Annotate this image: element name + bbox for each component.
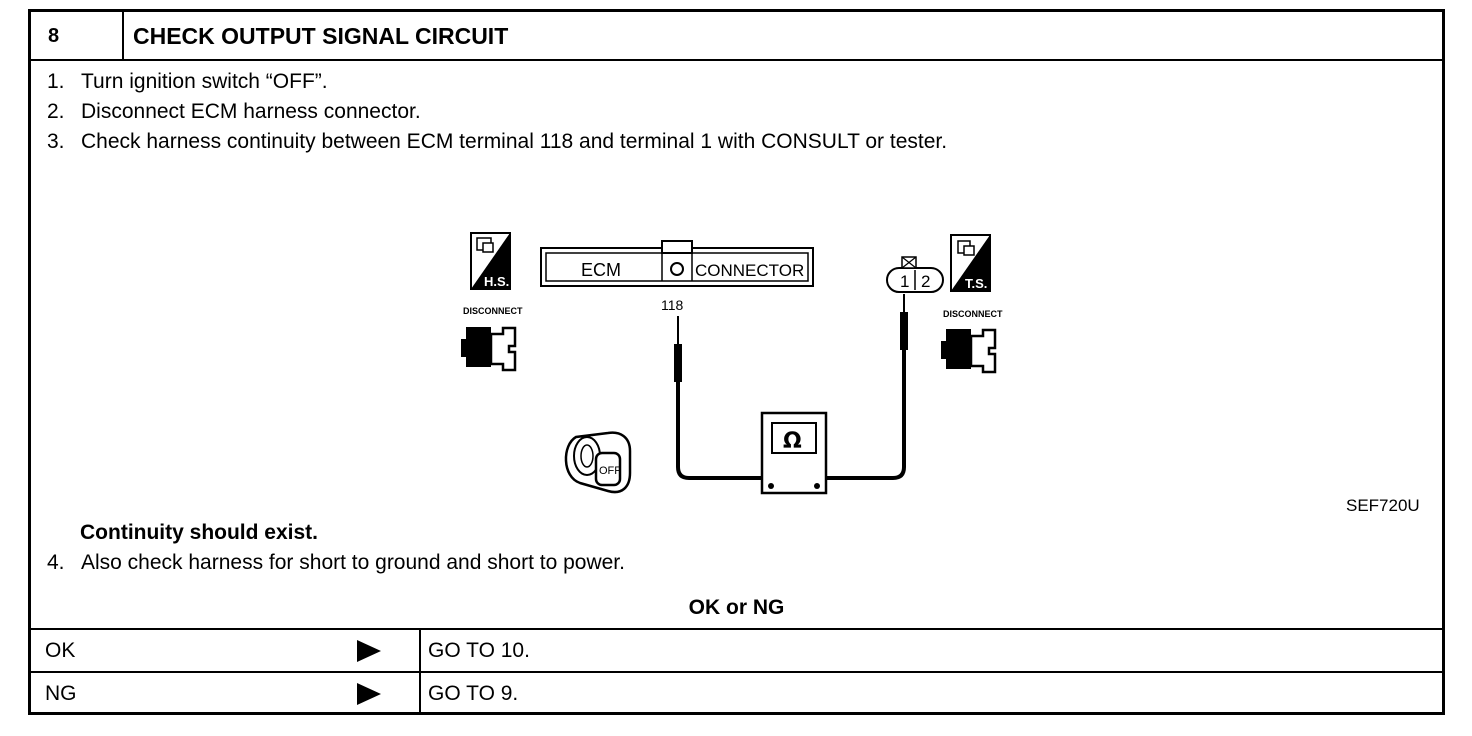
- svg-text:H.S.: H.S.: [484, 274, 509, 289]
- disconnect-plug-icon-left: [461, 326, 517, 372]
- result-column-divider: [419, 628, 421, 712]
- continuity-note: Continuity should exist.: [80, 521, 319, 544]
- tester-probe-right: [900, 294, 908, 350]
- result-ok-label: OK: [45, 639, 76, 662]
- terminal-connector-12: 1 2: [886, 256, 944, 293]
- figure-code: SEF720U: [1346, 496, 1420, 515]
- ignition-key-icon: OFF: [564, 431, 632, 494]
- arrow-right-icon: [357, 640, 381, 662]
- result-header-rule: [31, 628, 1442, 630]
- step-title: CHECK OUTPUT SIGNAL CIRCUIT: [133, 23, 509, 49]
- svg-text:ECM: ECM: [581, 260, 621, 280]
- ts-badge-icon: T.S.: [950, 234, 991, 292]
- ecm-connector: ECM CONNECTOR: [540, 240, 814, 287]
- result-ng-label: NG: [45, 682, 77, 705]
- inspection-step-table: 8 CHECK OUTPUT SIGNAL CIRCUIT 1.Turn ign…: [28, 9, 1445, 715]
- svg-text:1: 1: [900, 272, 909, 291]
- tester-probe-left: [674, 316, 682, 382]
- instruction-2: 2.Disconnect ECM harness connector.: [47, 100, 421, 123]
- result-row-rule: [31, 671, 1442, 673]
- result-header: OK or NG: [688, 596, 785, 619]
- header-rule: [31, 59, 1442, 61]
- result-ng-action: GO TO 9.: [428, 682, 519, 705]
- ohmmeter-icon: Ω: [760, 411, 828, 495]
- disconnect-label-left: DISCONNECT: [463, 306, 523, 316]
- instruction-3: 3.Check harness continuity between ECM t…: [47, 130, 948, 153]
- header-divider: [122, 12, 124, 59]
- step-number: 8: [48, 25, 60, 47]
- disconnect-label-right: DISCONNECT: [943, 309, 1003, 319]
- svg-text:CONNECTOR: CONNECTOR: [695, 261, 804, 280]
- result-ok-action: GO TO 10.: [428, 639, 530, 662]
- instruction-4: 4.Also check harness for short to ground…: [47, 551, 625, 574]
- test-lead-left: [676, 382, 769, 480]
- hs-badge-icon: H.S.: [470, 232, 511, 290]
- disconnect-plug-icon-right: [941, 328, 997, 374]
- svg-text:Ω: Ω: [783, 429, 802, 454]
- terminal-118-label: 118: [661, 297, 684, 313]
- svg-text:OFF: OFF: [599, 465, 621, 477]
- continuity-check-diagram: H.S. ECM CONNECTOR 118 DISCONNECT: [461, 232, 1420, 515]
- svg-text:2: 2: [921, 272, 930, 291]
- test-lead-right: [823, 350, 906, 480]
- svg-text:T.S.: T.S.: [965, 276, 987, 291]
- arrow-right-icon: [357, 683, 381, 705]
- instruction-1: 1.Turn ignition switch “OFF”.: [47, 70, 328, 93]
